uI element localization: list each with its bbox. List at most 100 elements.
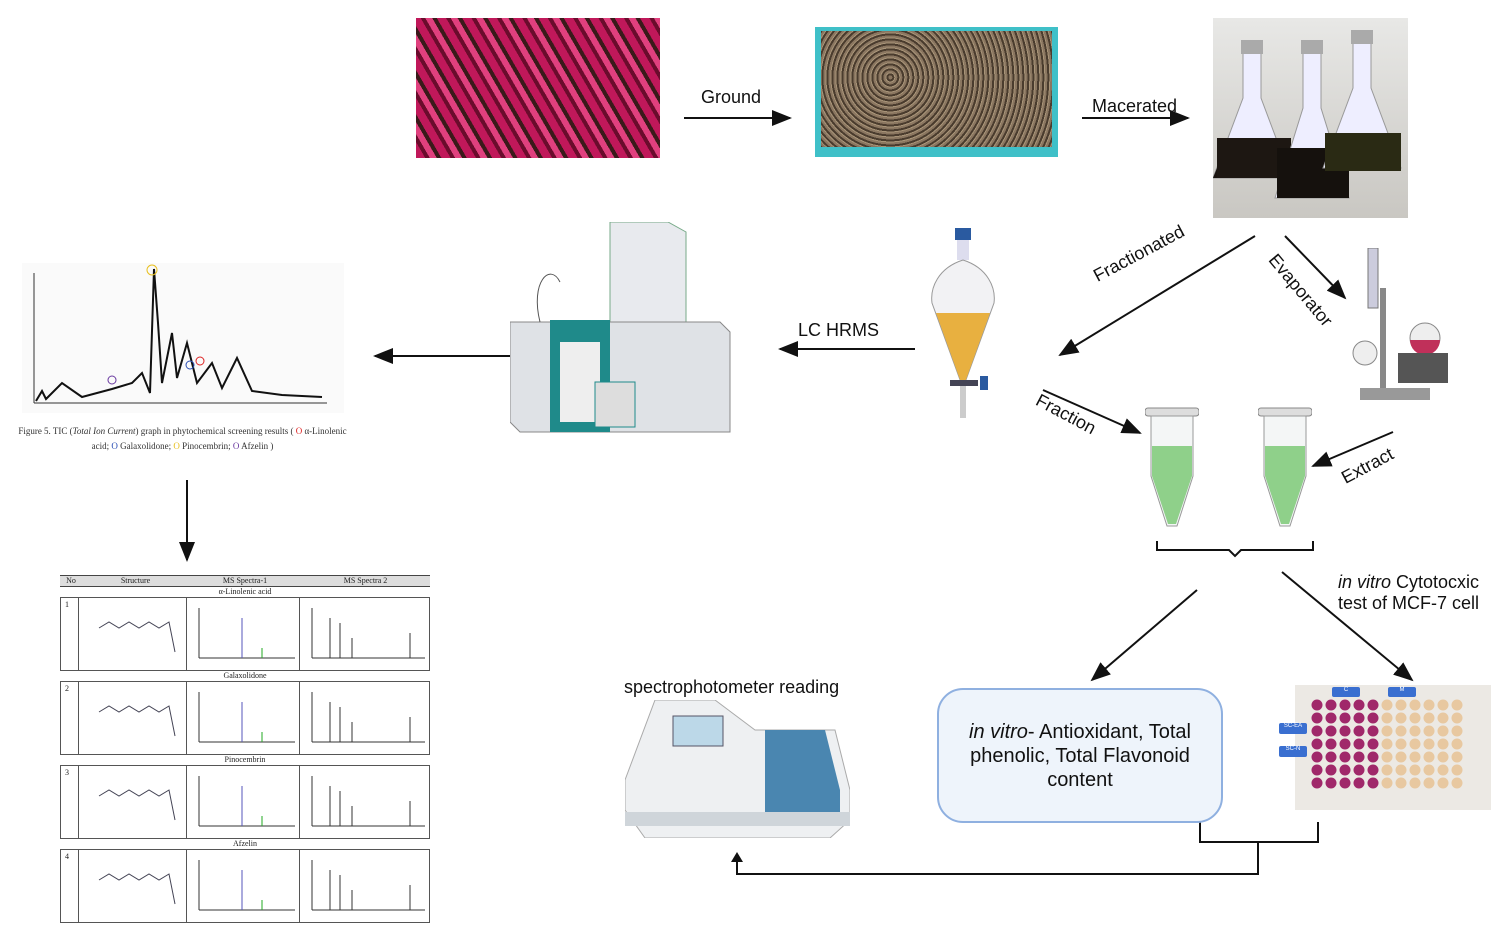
well [1409,751,1421,763]
compound-name: Galaxolidone [223,671,267,680]
well [1367,712,1379,724]
table-row: 2 [60,681,430,755]
well [1353,777,1365,789]
compound-name: α-Linolenic acid [218,587,272,596]
well [1339,777,1351,789]
ms-spectrum-1 [187,598,300,670]
well [1451,738,1463,750]
header-ms2: MS Spectra 2 [343,576,388,585]
purple-circle-icon: O [232,441,240,451]
assay-box: in vitro- Antioxidant, Total phenolic, T… [937,688,1223,823]
macerated-flasks-photo [1213,18,1408,218]
assay-text: - Antioxidant, Total phenolic, Total Fla… [970,720,1191,791]
plant-leaves-photo [416,18,660,158]
spectrophotometer-icon [625,700,850,838]
rotary-evaporator-icon [1352,248,1448,400]
table-row: 1 [60,597,430,671]
ms-spectrum-2 [300,766,429,838]
well [1437,712,1449,724]
well [1353,738,1365,750]
well [1311,764,1323,776]
well [1409,699,1421,711]
well [1381,764,1393,776]
well [1451,764,1463,776]
well [1381,725,1393,737]
caption-italic: Total Ion Current [72,426,136,436]
caption-item: Pinocembrin; [182,441,231,451]
well [1325,712,1337,724]
header-structure: Structure [120,576,151,585]
well [1437,738,1449,750]
macerated-label: Macerated [1092,96,1178,116]
table-header: No Structure MS Spectra-1 MS Spectra 2 [60,575,430,587]
well [1451,725,1463,737]
well [1339,699,1351,711]
well [1367,764,1379,776]
well [1395,712,1407,724]
header-no: No [66,576,76,585]
well [1311,712,1323,724]
well-grid [1311,699,1463,789]
header-ms1: MS Spectra-1 [222,576,268,585]
ms-spectrum-1 [187,682,300,754]
caption-item: Galaxolidone; [120,441,172,451]
structure-image [79,850,187,922]
well [1381,712,1393,724]
well [1311,738,1323,750]
yellow-circle-icon: O [173,441,180,451]
caption-text: ) graph in phytochemical screening resul… [135,426,294,436]
well [1395,699,1407,711]
spectrophotometer-label: spectrophotometer reading [624,677,840,697]
well [1339,764,1351,776]
well [1381,777,1393,789]
well [1381,738,1393,750]
row-number: 2 [61,682,79,754]
well [1339,712,1351,724]
well [1437,725,1449,737]
well [1325,777,1337,789]
well [1423,764,1435,776]
tag-sc-ea: SC-EA [1279,723,1307,734]
cytotoxic-label: in vitro Cytotocxic test of MCF-7 cell [1338,572,1479,614]
table-row: 3 [60,765,430,839]
extract-tube-icon [1258,407,1312,527]
well [1325,699,1337,711]
well [1311,699,1323,711]
ms-spectrum-2 [300,850,429,922]
caption-text: Figure 5. TIC ( [18,426,73,436]
well [1451,777,1463,789]
well [1451,712,1463,724]
ms-spectrum-2 [300,682,429,754]
well [1353,699,1365,711]
well [1423,751,1435,763]
well [1367,699,1379,711]
well [1437,777,1449,789]
tag-c: C [1332,687,1360,697]
tag-sc-n: SC-N [1279,746,1307,757]
well [1381,699,1393,711]
tic-caption: Figure 5. TIC (Total Ion Current) graph … [10,424,355,454]
well [1339,725,1351,737]
well [1409,712,1421,724]
well [1325,751,1337,763]
cyto-italic: in vitro [1338,572,1392,592]
well [1409,764,1421,776]
well [1451,699,1463,711]
well [1311,725,1323,737]
well [1311,751,1323,763]
lc-hrms-label: LC HRMS [798,320,880,340]
row-number: 3 [61,766,79,838]
well [1423,777,1435,789]
fraction-tube-icon [1145,407,1199,527]
ground-label: Ground [701,87,762,107]
row-number: 4 [61,850,79,922]
well [1381,751,1393,763]
well [1437,764,1449,776]
compound-name: Afzelin [233,839,257,848]
well [1353,725,1365,737]
well [1325,764,1337,776]
tag-m: M [1388,687,1416,697]
blue-circle-icon: O [111,441,118,451]
cyto-text-line2: test of MCF-7 cell [1338,593,1480,613]
